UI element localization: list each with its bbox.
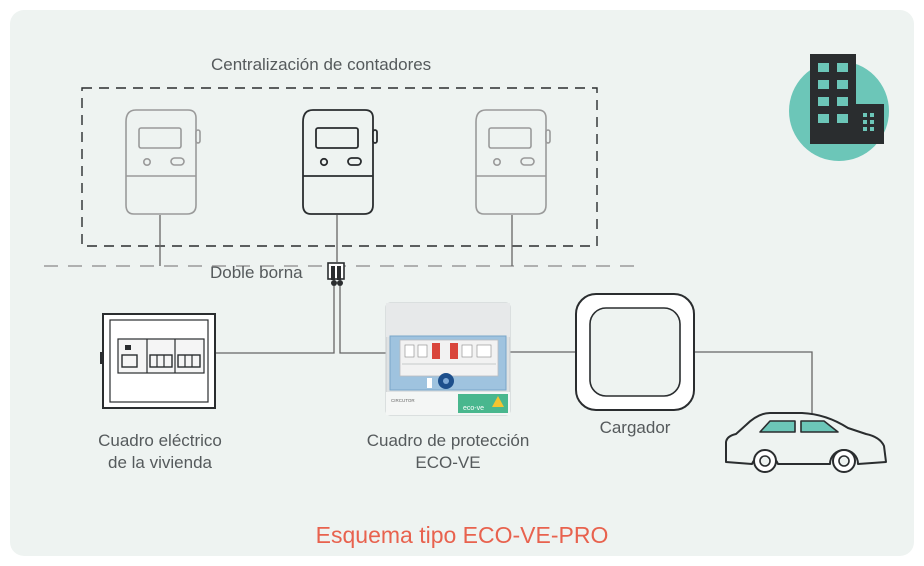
wire-junction-house [216, 286, 335, 354]
charger-label: Cargador [599, 418, 671, 437]
house-panel-label-line2: de la vivienda [108, 453, 212, 472]
protection-small-text: CIRCUTOR [391, 398, 415, 403]
diagram-title: Esquema tipo ECO-VE-PRO [315, 522, 609, 548]
meters-enclosure [81, 87, 598, 247]
car-icon [725, 412, 887, 473]
wire-junction-protection [339, 286, 386, 354]
charger-icon [575, 293, 695, 411]
house-panel-label: Cuadro eléctrico de la vivienda [98, 430, 222, 474]
buildings-icon [789, 54, 889, 161]
double-terminal-icon [327, 262, 345, 286]
junction-label: Doble borna [210, 263, 303, 282]
wire-charger-car [694, 351, 813, 420]
meter-2 [302, 109, 378, 215]
meter-3 [475, 109, 551, 215]
house-electrical-panel [100, 313, 216, 409]
protection-panel-label: Cuadro de protección ECO-VE [367, 430, 530, 474]
meters-group-label: Centralización de contadores [211, 55, 432, 74]
protection-panel-label-line1: Cuadro de protección [366, 431, 530, 450]
protection-brand-text: eco-ve [463, 405, 484, 412]
house-panel-label-line1: Cuadro eléctrico [98, 431, 222, 450]
protection-panel-label-line2: ECO-VE [415, 453, 481, 472]
eco-ve-protection-panel: CIRCUTOR eco-ve [385, 302, 511, 416]
meter-1 [125, 109, 201, 215]
